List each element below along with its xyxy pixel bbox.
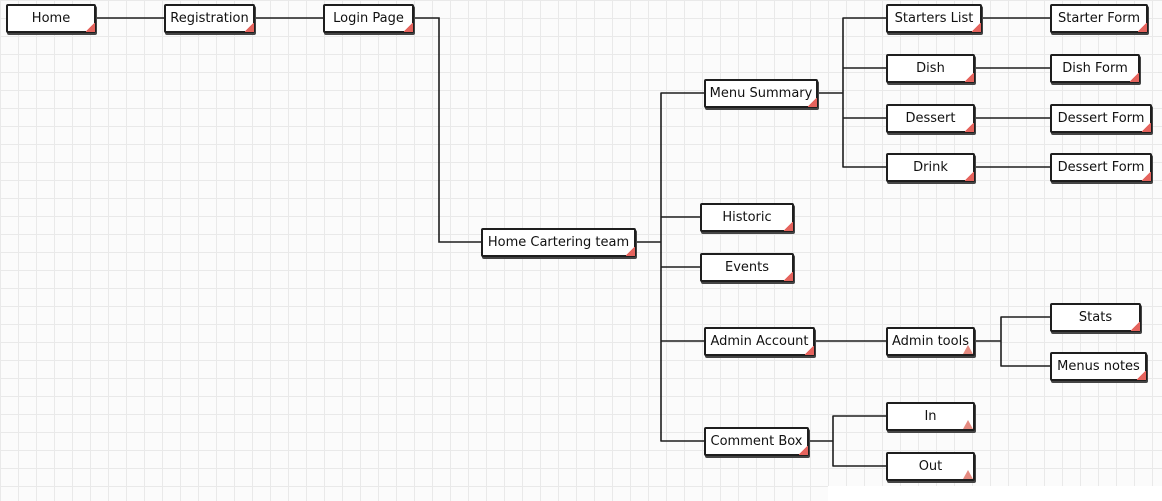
link-arrow-icon: [965, 123, 974, 132]
link-arrow-icon: [808, 98, 817, 107]
login-page-label: Login Page: [333, 11, 404, 26]
menus-notes-label: Menus notes: [1057, 359, 1140, 374]
stats-node[interactable]: Stats: [1050, 303, 1141, 332]
home-catering-team-label: Home Cartering team: [487, 235, 630, 250]
comment-out-label: Out: [918, 459, 943, 474]
link-arrow-icon: [805, 346, 814, 355]
dessert-label: Dessert: [905, 111, 956, 126]
comment-in-node[interactable]: In: [886, 402, 975, 431]
dish-node[interactable]: Dish: [886, 54, 975, 83]
dessert-form-node[interactable]: Dessert Form: [1050, 104, 1152, 133]
starters-list-label: Starters List: [894, 11, 974, 26]
drink-node[interactable]: Drink: [886, 153, 975, 182]
historic-node[interactable]: Historic: [700, 203, 794, 232]
starter-form-node[interactable]: Starter Form: [1050, 4, 1148, 33]
events-label: Events: [724, 260, 769, 275]
dish-label: Dish: [916, 61, 945, 76]
home-catering-team-node[interactable]: Home Cartering team: [481, 228, 636, 257]
link-arrow-icon: [626, 247, 635, 256]
starter-form-label: Starter Form: [1058, 11, 1140, 26]
admin-account-label: Admin Account: [710, 334, 809, 349]
drink-form-node[interactable]: Dessert Form: [1050, 153, 1152, 182]
link-arrow-icon: [1131, 322, 1140, 331]
comment-in-label: In: [924, 409, 937, 424]
admin-account-node[interactable]: Admin Account: [704, 327, 815, 356]
connector-tools-children: [974, 316, 1051, 367]
warning-triangle-icon: [963, 345, 973, 354]
drink-form-label: Dessert Form: [1057, 160, 1145, 175]
menu-summary-label: Menu Summary: [709, 86, 813, 101]
dish-form-label: Dish Form: [1062, 61, 1128, 76]
dessert-node[interactable]: Dessert: [886, 104, 975, 133]
warning-triangle-icon: [963, 470, 973, 479]
dish-form-node[interactable]: Dish Form: [1050, 54, 1140, 83]
connector-comment-children: [808, 415, 887, 467]
link-arrow-icon: [1130, 73, 1139, 82]
link-arrow-icon: [784, 222, 793, 231]
link-arrow-icon: [86, 23, 95, 32]
link-arrow-icon: [972, 23, 981, 32]
dessert-form-label: Dessert Form: [1057, 111, 1145, 126]
connector-catering-children: [635, 92, 705, 442]
menu-summary-node[interactable]: Menu Summary: [704, 79, 818, 108]
login-page-node[interactable]: Login Page: [323, 4, 414, 33]
home-label: Home: [31, 11, 71, 26]
starters-list-node[interactable]: Starters List: [886, 4, 982, 33]
link-arrow-icon: [1138, 23, 1147, 32]
link-arrow-icon: [965, 73, 974, 82]
connector-login-catering: [413, 17, 482, 243]
link-arrow-icon: [1142, 172, 1151, 181]
link-arrow-icon: [784, 272, 793, 281]
link-arrow-icon: [965, 172, 974, 181]
admin-tools-node[interactable]: Admin tools: [886, 327, 975, 356]
registration-label: Registration: [170, 11, 249, 26]
comment-out-node[interactable]: Out: [886, 452, 975, 481]
link-arrow-icon: [1142, 123, 1151, 132]
canvas-bottom-strip: [828, 486, 1162, 501]
events-node[interactable]: Events: [700, 253, 794, 282]
comment-box-label: Comment Box: [710, 434, 803, 449]
registration-node[interactable]: Registration: [164, 4, 255, 33]
link-arrow-icon: [404, 23, 413, 32]
warning-triangle-icon: [963, 420, 973, 429]
link-arrow-icon: [799, 446, 808, 455]
stats-label: Stats: [1078, 310, 1113, 325]
admin-tools-label: Admin tools: [892, 334, 969, 349]
menus-notes-node[interactable]: Menus notes: [1050, 352, 1147, 381]
connector-menu-children: [817, 17, 887, 168]
home-node[interactable]: Home: [6, 4, 96, 33]
drink-label: Drink: [913, 160, 948, 175]
comment-box-node[interactable]: Comment Box: [704, 427, 809, 456]
historic-label: Historic: [722, 210, 772, 225]
link-arrow-icon: [245, 23, 254, 32]
link-arrow-icon: [1137, 371, 1146, 380]
